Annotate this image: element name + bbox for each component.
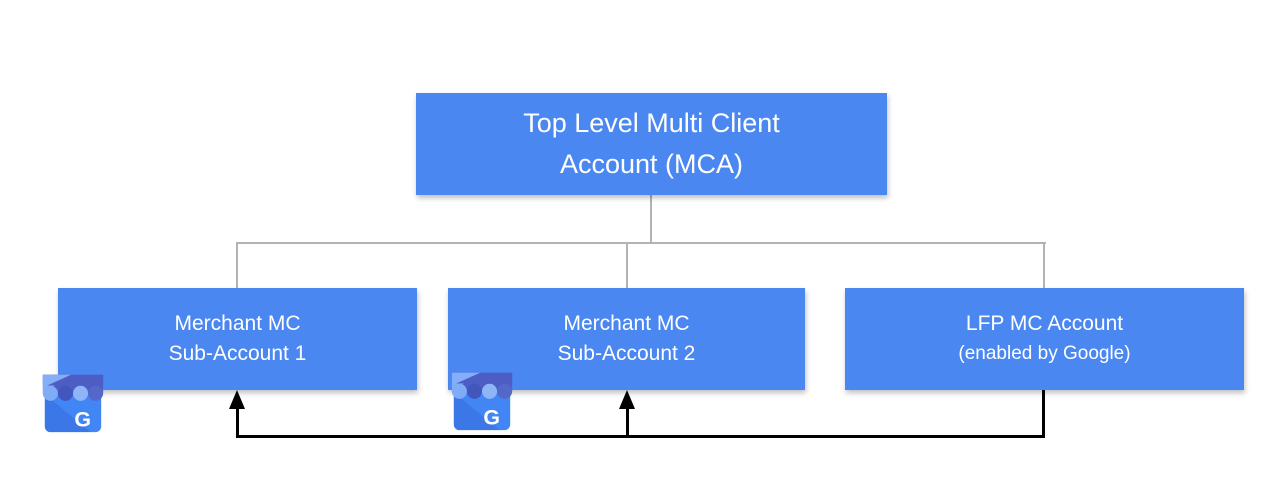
node-top-level-mca-line1: Top Level Multi Client xyxy=(523,108,780,138)
gmb-g-letter: G xyxy=(74,407,91,431)
feed-line-lfp-down xyxy=(1042,390,1045,437)
arrow-up-icon xyxy=(619,390,635,409)
node-lfp-mc-account: LFP MC Account (enabled by Google) xyxy=(845,288,1244,390)
google-my-business-icon: G xyxy=(447,366,517,436)
gmb-g-letter: G xyxy=(483,405,500,429)
node-lfp-line1: LFP MC Account xyxy=(965,312,1124,335)
node-top-level-mca-line2: Account (MCA) xyxy=(559,149,744,179)
node-sub2-line2: Sub-Account 2 xyxy=(557,342,696,365)
feed-line-horizontal xyxy=(236,435,1045,438)
node-sub1-line2: Sub-Account 1 xyxy=(168,342,307,365)
google-my-business-icon: G xyxy=(38,368,108,438)
node-merchant-sub-account-1: Merchant MC Sub-Account 1 xyxy=(58,288,417,390)
connector-drop-lfp xyxy=(1043,242,1045,288)
feed-line-up-sub1 xyxy=(236,405,239,437)
connector-drop-sub2 xyxy=(626,242,628,288)
connector-drop-sub1 xyxy=(236,242,238,288)
node-sub1-line1: Merchant MC xyxy=(174,312,301,335)
node-sub2-line1: Merchant MC xyxy=(563,312,690,335)
connector-rail xyxy=(236,242,1046,244)
feed-line-up-sub2 xyxy=(626,405,629,437)
node-lfp-line2: (enabled by Google) xyxy=(958,343,1131,364)
arrow-up-icon xyxy=(229,390,245,409)
connector-mca-stem xyxy=(650,195,652,242)
node-top-level-mca: Top Level Multi Client Account (MCA) xyxy=(416,93,887,195)
